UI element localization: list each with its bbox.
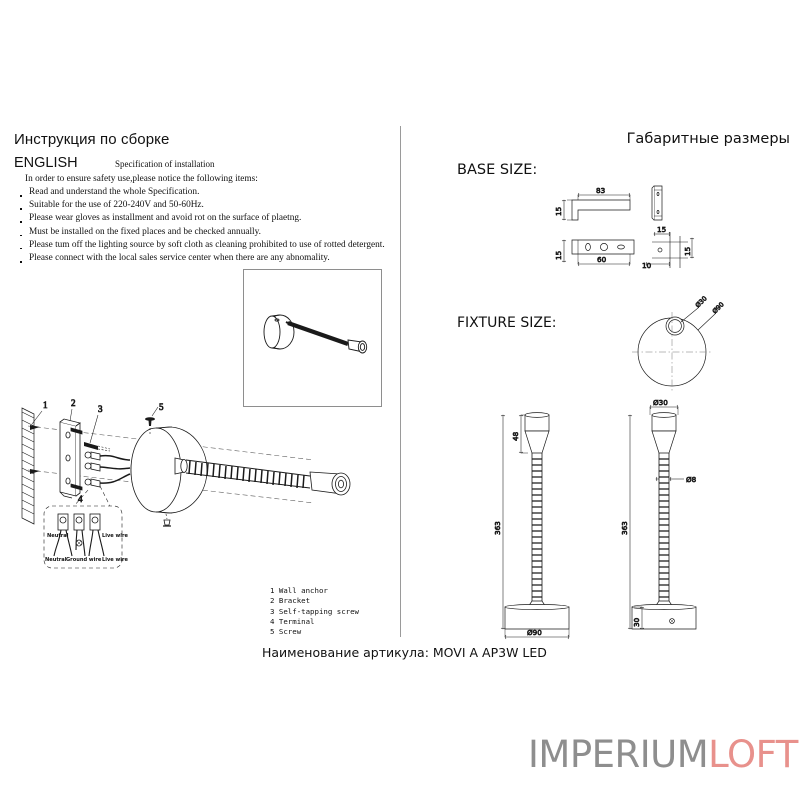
terminal-part bbox=[84, 451, 131, 488]
callout-number-3: 3 bbox=[98, 404, 103, 414]
product-illustration-frame bbox=[243, 269, 382, 407]
dim-head-height: 48 bbox=[511, 431, 520, 441]
part-list-item: 4 Terminal bbox=[270, 616, 315, 626]
intro-text: In order to ensure safety use,please not… bbox=[25, 174, 258, 184]
base-hole-detail: 15 15 10 bbox=[642, 225, 695, 270]
part-list-item: 1 Wall anchor bbox=[270, 586, 328, 595]
base-side-detail-drawing: 15 15 10 bbox=[640, 180, 730, 280]
base-front-view: 15 60 bbox=[554, 239, 635, 267]
assembly-diagram: 1 2 3 5 4 bbox=[14, 398, 394, 588]
dim-profile-length: 83 bbox=[596, 186, 605, 195]
wire-label-live-bottom: Live wire bbox=[102, 557, 129, 563]
dim-top-base-diameter: Ø90 bbox=[711, 300, 726, 315]
assembly-callouts: 1 2 3 5 4 bbox=[31, 398, 164, 504]
dim-total-height-right: 363 bbox=[620, 521, 629, 535]
dim-top-head-diameter: Ø30 bbox=[694, 294, 709, 309]
instruction-bullet: Read and understand the whole Specificat… bbox=[16, 186, 396, 199]
instruction-bullet: Please connect with the local sales serv… bbox=[16, 252, 396, 265]
wire-label-neutral-top: Neutral bbox=[47, 533, 69, 539]
instruction-bullet: Please wear gloves as installment and av… bbox=[16, 212, 396, 225]
gooseneck-arm bbox=[185, 459, 311, 489]
dim-head-diameter-front: Ø30 bbox=[653, 398, 668, 407]
wall-anchor-part bbox=[70, 427, 83, 491]
logo-accent-text: LOFT bbox=[708, 733, 798, 776]
callout-number-1: 1 bbox=[43, 400, 48, 410]
part-list-item: 2 Bracket bbox=[270, 596, 311, 606]
callout-number-2: 2 bbox=[71, 398, 76, 408]
overall-dimensions-title: Габаритные размеры bbox=[626, 131, 790, 147]
dim-base-diameter-front: Ø90 bbox=[527, 628, 542, 637]
dim-hole-spacing: 60 bbox=[597, 255, 607, 264]
page-title: Инструкция по сборке bbox=[14, 131, 170, 148]
lamp-head bbox=[309, 471, 351, 496]
screw-part bbox=[145, 417, 155, 434]
wall-surface bbox=[21, 407, 35, 525]
dim-front-height: 15 bbox=[554, 251, 563, 260]
callout-number-5: 5 bbox=[159, 402, 164, 412]
column-divider bbox=[400, 126, 401, 637]
spec-subtitle: Specification of installation bbox=[115, 159, 215, 169]
instruction-bullet: Please tum off the lighting source by so… bbox=[16, 239, 396, 252]
base-profile-view: 15 83 bbox=[554, 186, 631, 221]
base-size-title: BASE SIZE: bbox=[457, 162, 538, 178]
wire-label-neutral-bottom: Neutral bbox=[45, 557, 67, 563]
self-tapping-screw-part bbox=[84, 442, 111, 452]
bracket-side-view bbox=[651, 185, 663, 221]
fixture-elevation-right: Ø30 Ø8 bbox=[620, 395, 750, 635]
fixture-size-title: FIXTURE SIZE: bbox=[457, 315, 557, 331]
dim-detail-width: 15 bbox=[657, 225, 666, 234]
instruction-bullet-list: Read and understand the whole Specificat… bbox=[16, 186, 396, 265]
instruction-bullet: Must be installed on the fixed places an… bbox=[16, 226, 396, 239]
wire-label-ground: Ground wire bbox=[66, 557, 102, 563]
part-list-item: 3 Self-tapping screw bbox=[270, 606, 359, 616]
lamp-body bbox=[130, 426, 208, 514]
callout-number-4: 4 bbox=[78, 494, 83, 504]
wire-label-live-top: Live wire bbox=[102, 533, 129, 539]
bottom-screw bbox=[163, 513, 171, 527]
brand-logo: IMPERIUMLOFT bbox=[528, 733, 798, 776]
logo-primary-text: IMPERIUM bbox=[528, 733, 709, 776]
language-label: ENGLISH bbox=[14, 155, 78, 171]
bracket-part bbox=[59, 418, 81, 499]
dim-detail-offset: 10 bbox=[642, 261, 652, 270]
dim-detail-height: 15 bbox=[683, 247, 692, 256]
fixture-elevation-left: 48 363 Ø90 bbox=[493, 405, 625, 640]
dim-profile-height: 15 bbox=[554, 207, 563, 216]
dim-gooseneck-diameter: Ø8 bbox=[686, 475, 697, 484]
base-size-drawing: 15 83 15 bbox=[550, 178, 720, 278]
instruction-bullet: Suitable for the use of 220-240V and 50-… bbox=[16, 199, 396, 212]
terminal-detail-box bbox=[43, 485, 123, 569]
dim-base-height: 30 bbox=[632, 617, 641, 627]
product-lamp-drawing bbox=[263, 314, 368, 354]
dim-total-height-left: 363 bbox=[493, 521, 502, 535]
part-list-item: 5 Screw bbox=[270, 627, 302, 637]
article-name: Наименование артикула: MOVI A AP3W LED bbox=[262, 645, 547, 660]
parts-legend: 1 Wall anchor 2 Bracket 3 Self-tapping s… bbox=[270, 586, 359, 637]
fixture-top-view: Ø30 Ø90 bbox=[620, 294, 750, 400]
